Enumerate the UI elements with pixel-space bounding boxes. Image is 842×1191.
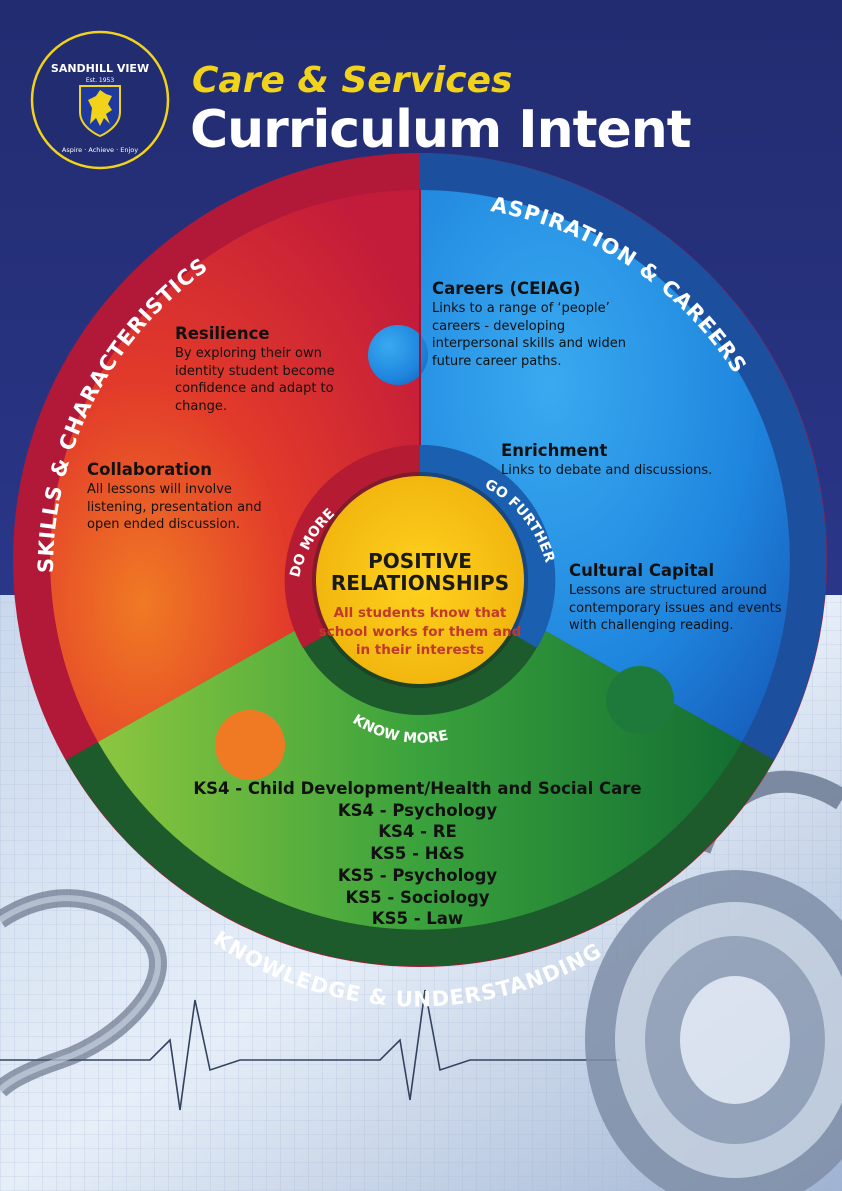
cultural-block: Cultural Capital Lessons are structured … (569, 561, 791, 635)
course-item: KS5 - Law (371, 909, 464, 929)
enrichment-block: Enrichment Links to debate and discussio… (501, 441, 766, 480)
center-circle (316, 476, 524, 684)
course-item: KS5 - H&S (370, 844, 465, 864)
stethoscope-chestpiece-icon (585, 770, 842, 1191)
header-title: Curriculum Intent (190, 100, 692, 160)
course-item: KS4 - Psychology (337, 800, 498, 820)
cultural-text: Lessons are structured around contempora… (569, 583, 782, 633)
logo-name: SANDHILL VIEW (51, 62, 149, 75)
resilience-block: Resilience By exploring their own identi… (175, 324, 370, 415)
school-logo: SANDHILL VIEW Est. 1953 Aspire · Achieve… (30, 30, 170, 170)
center-title-line2: RELATIONSHIPS (330, 571, 510, 595)
ecg-trace (0, 989, 620, 1111)
segment-knowledge (98, 560, 742, 930)
center-title-line1: POSITIVE (368, 549, 472, 573)
careers-heading: Careers (CEIAG) (432, 279, 581, 298)
collaboration-block: Collaboration All lessons will involve l… (87, 460, 265, 534)
collaboration-text: All lessons will involve listening, pres… (87, 482, 262, 532)
center-subtitle: All students know that school works for … (318, 605, 522, 658)
resilience-heading: Resilience (175, 324, 270, 343)
enrichment-text: Links to debate and discussions. (501, 463, 713, 478)
center-title: POSITIVE RELATIONSHIPS (310, 550, 530, 594)
logo-est: Est. 1953 (86, 77, 115, 84)
resilience-text: By exploring their own identity student … (175, 346, 335, 414)
careers-text: Links to a range of ‘people’ careers - d… (432, 301, 626, 369)
course-item: KS5 - Sociology (345, 887, 490, 907)
logo-motto: Aspire · Achieve · Enjoy (62, 146, 138, 154)
course-item: KS4 - Child Development/Health and Socia… (193, 779, 642, 798)
course-list: KS4 - Child Development/Health and Socia… (150, 778, 685, 930)
lion-icon (88, 90, 112, 126)
enrichment-heading: Enrichment (501, 441, 608, 460)
collaboration-heading: Collaboration (87, 460, 212, 479)
course-item: KS4 - RE (378, 822, 457, 842)
course-item: KS5 - Psychology (337, 865, 498, 885)
header-subtitle: Care & Services (192, 60, 513, 101)
cultural-heading: Cultural Capital (569, 561, 715, 580)
careers-block: Careers (CEIAG) Links to a range of ‘peo… (432, 279, 628, 370)
